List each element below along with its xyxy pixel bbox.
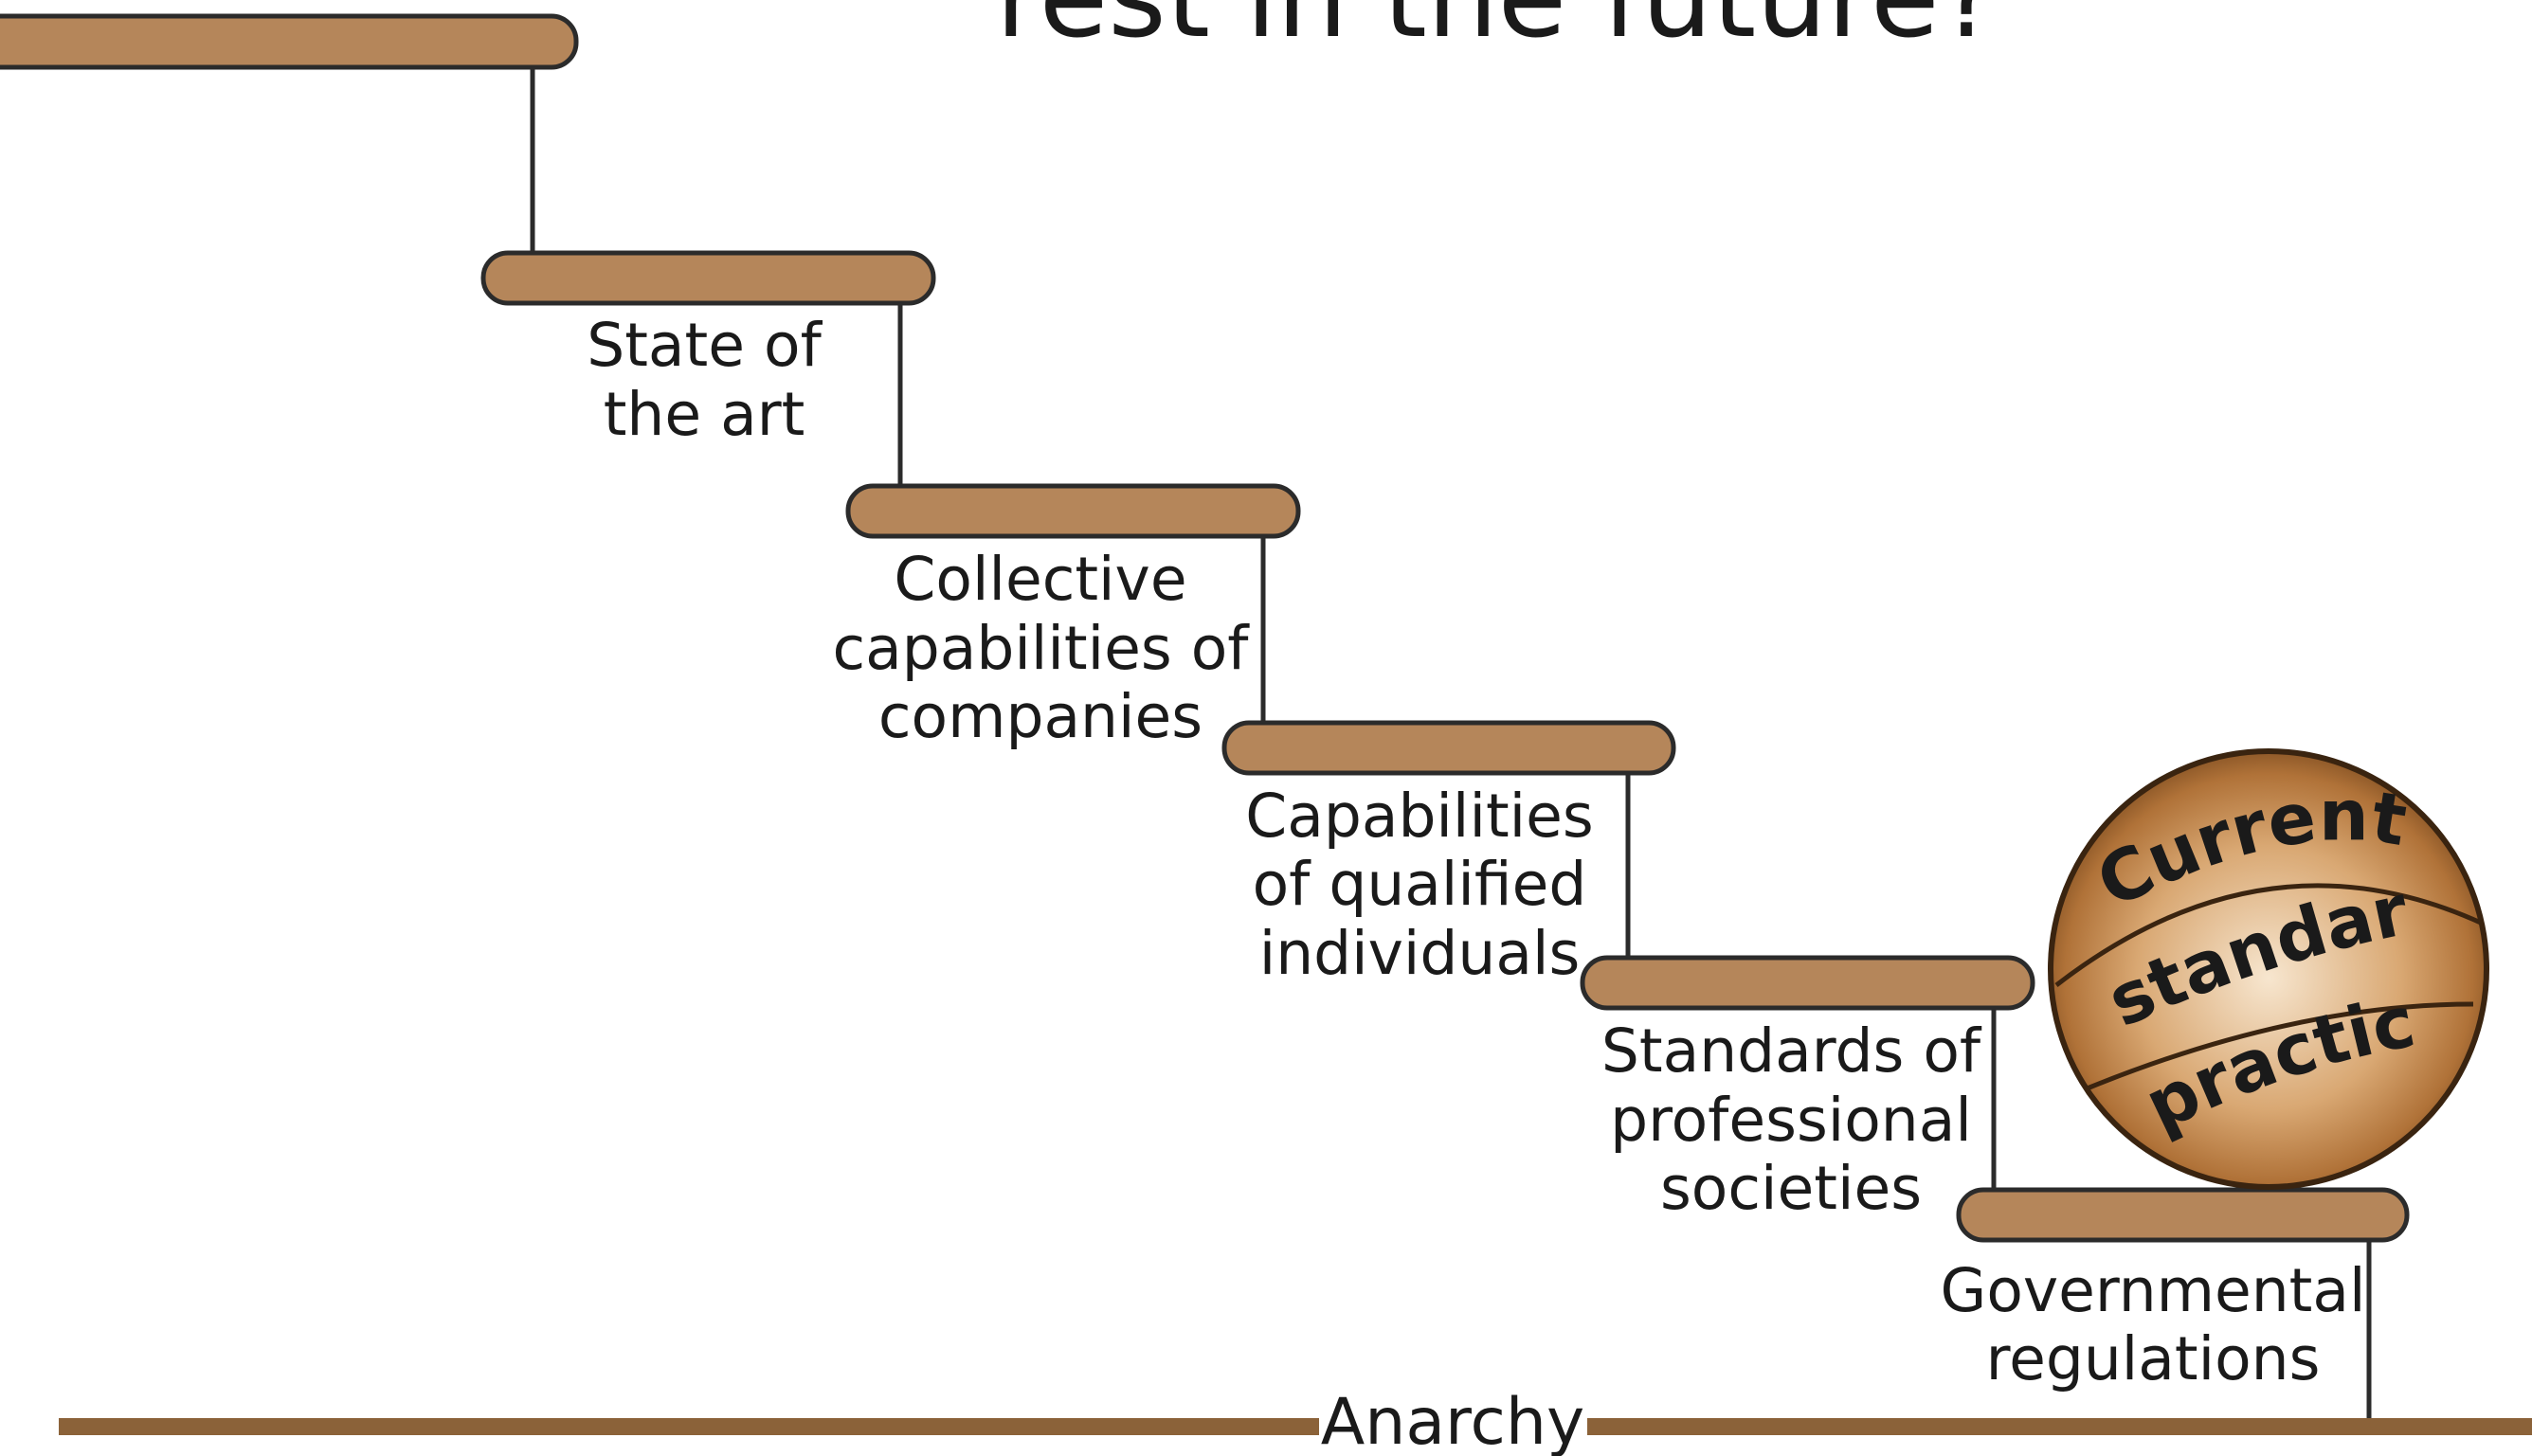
step-label-capabilities-of-individuals: Capabilities of qualified individuals (1245, 782, 1593, 988)
step-label-governmental-regulations: Governmental regulations (1941, 1256, 2366, 1393)
step-tread-5 (1580, 955, 2035, 1011)
step-label-line: the art (604, 380, 805, 449)
stairs (0, 13, 2410, 1418)
step-label-line: capabilities of (833, 614, 1251, 683)
step-label-line: Collective (894, 545, 1186, 614)
step-label-state-of-the-art: State of the art (587, 311, 823, 449)
step-tread-3 (845, 483, 1301, 539)
step-label-collective-capabilities: Collective capabilities of companies (833, 545, 1251, 751)
diagram-title: rest in the future? (996, 0, 1999, 63)
step-tread-2 (480, 250, 936, 306)
ball-body (2048, 748, 2489, 1190)
step-label-line: individuals (1259, 919, 1581, 988)
step-label-line: State of (587, 311, 823, 380)
ball-seam-2 (2084, 1001, 2474, 1092)
step-label-line: Governmental (1941, 1256, 2366, 1325)
ground-line-right (1587, 1418, 2532, 1435)
step-tread-6 (1956, 1187, 2410, 1243)
step-label-line: regulations (1986, 1324, 2321, 1393)
ball-seam-1 (2054, 883, 2485, 987)
step-label-line: professional (1610, 1086, 1972, 1155)
ground: Anarchy (59, 1385, 2532, 1456)
step-tread-1 (0, 13, 579, 70)
current-practice-ball: Current standard practice (0, 0, 2489, 1190)
ground-label-anarchy: Anarchy (1321, 1385, 1584, 1456)
step-label-line: Standards of (1601, 1016, 1982, 1086)
step-label-standards-of-societies: Standards of professional societies (1601, 1016, 1982, 1223)
step-tread-4 (1221, 720, 1676, 776)
step-label-line: Capabilities (1245, 782, 1593, 851)
step-label-line: societies (1660, 1154, 1922, 1223)
step-label-line: of qualified (1253, 850, 1587, 919)
ground-line-left (59, 1418, 1319, 1435)
step-label-line: companies (878, 682, 1203, 751)
